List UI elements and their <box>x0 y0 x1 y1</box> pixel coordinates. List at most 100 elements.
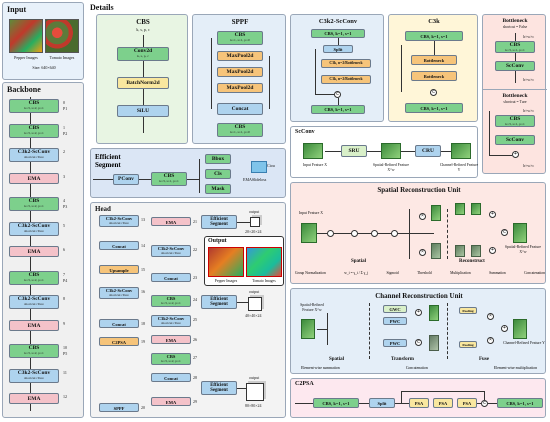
bn2-cbs-params: k=3, s=1, p=1 <box>505 122 525 126</box>
scconv-line-3 <box>401 151 415 152</box>
input-caption-tomato: Tomato Images <box>49 55 75 60</box>
sru-th-node <box>391 230 398 237</box>
backbone-block-label: CBS <box>28 345 40 351</box>
c2psa-split: Split <box>369 398 395 408</box>
batchnorm-label: BatchNorm2d <box>126 80 160 86</box>
sru-x12 <box>471 203 481 215</box>
bn2-skip-h <box>489 155 512 156</box>
c2psa-line-3 <box>395 403 409 404</box>
eff-cbs-label: CBS <box>163 173 175 179</box>
c3k2-cbs2-label: CBS, k=1, s=1 <box>324 107 352 112</box>
sru-mul-1: × <box>419 213 426 220</box>
scconv-input-feature <box>303 143 323 159</box>
sppf-right-line <box>269 56 270 109</box>
loss-ciou: Ciou <box>267 163 275 168</box>
head-title: Head <box>95 205 111 213</box>
c2psa-line-5 <box>488 403 497 404</box>
tomato-image <box>45 19 79 53</box>
head-block-params: shortcut=Ture <box>161 251 181 255</box>
scconv-panel: ScConv SRU CRU Input Feature X Spatial-R… <box>290 126 478 178</box>
c2psa-psa3-label: PSA <box>462 401 472 406</box>
c3k2-bottleneck-1: C3k, n=2/Bottleneck <box>321 59 371 68</box>
head-block-index: 20 <box>141 405 145 410</box>
sppf-cbs1-label: CBS <box>234 32 246 38</box>
c2psa-psa-1: PSA <box>409 398 429 408</box>
sppf-skip-line <box>211 38 212 109</box>
maxpool-3-label: MaxPool2d <box>226 85 254 91</box>
bn1-cbs-label: CBS <box>509 42 521 48</box>
head-block-params: shortcut=Ture <box>161 321 181 325</box>
cru-pwc1-label: PWC <box>389 319 401 324</box>
output-size: 80×80×24 <box>245 403 262 408</box>
sppf-cbs1-params: k=1, s=1, p=0 <box>230 38 250 42</box>
sppf-cbs2-params: k=1, s=1, p=0 <box>230 130 250 134</box>
input-caption-pepper: Pepper Images <box>14 55 38 60</box>
eff-cbs-params: k=3, s=1, p=1 <box>159 179 179 183</box>
sru-output-label: Spatial-Refined Feature X^w <box>504 245 542 254</box>
sru-output-feature <box>513 223 527 243</box>
head-block-20: SPPF <box>99 403 139 412</box>
sru-main-line <box>334 233 434 234</box>
head-block-label: C2PSA <box>111 340 126 345</box>
head-segment-label: Efficient Segment <box>210 383 228 393</box>
backbone-index: 7 <box>63 271 65 277</box>
segment-to-output-line <box>237 222 250 223</box>
cru-cat-node: c <box>415 339 422 346</box>
head-block-28: Concat <box>151 373 191 382</box>
c3k-bottleneck-2: Bottleneck <box>411 71 457 81</box>
head-block-label: C3k2-ScConv <box>157 246 185 251</box>
head-block-params: k=3, s=2, p=1 <box>161 301 181 305</box>
c2psa-cbs1-label: CBS, k=1, s=1 <box>322 401 350 406</box>
scconv-label-output: Channel-Refined Feature Y <box>439 163 479 172</box>
backbone-block-params: shortcut=Ture <box>24 155 44 159</box>
bottleneck-divider <box>483 89 547 90</box>
scconv-line-1 <box>325 151 341 152</box>
sppf-detail-title: SPPF <box>231 18 249 26</box>
cru-input-label: Spatial-Refined Feature X^w <box>300 303 324 312</box>
backbone-block-label: CBS <box>28 124 40 131</box>
head-block-params: shortcut=Ture <box>109 293 129 297</box>
efficient-segment-title: Efficient Segment <box>95 153 121 169</box>
backbone-index: 5 <box>63 222 65 228</box>
c3k-cbs1: CBS, k=1, s=1 <box>405 31 463 41</box>
bn1-scconv-label: ScConv <box>505 63 525 69</box>
cru-in-line <box>317 329 327 330</box>
c3k2-bn2-label: C3k, n=2/Bottleneck <box>329 77 363 81</box>
backbone-block-9: EMA <box>9 319 59 331</box>
c2psa-cbs2: CBS, k=1, s=1 <box>497 398 543 408</box>
c3k2-title: C3k2-ScConv <box>318 18 358 25</box>
sru-legend-item: Sigmoid <box>386 271 399 275</box>
head-block-index: 18 <box>141 321 145 326</box>
c2psa-line-2 <box>359 403 369 404</box>
c2psa-split-label: Split <box>377 401 387 406</box>
sru-concat: c <box>501 229 508 236</box>
bbox-block: Bbox <box>205 154 231 164</box>
sppf-concat: Concat <box>217 103 263 115</box>
head-block-label: Concat <box>164 376 178 381</box>
c2psa-cbs1: CBS, k=1, s=1 <box>313 398 359 408</box>
sru-legend-item: Multiplication <box>450 271 471 275</box>
maxpool-2-label: MaxPool2d <box>226 69 254 75</box>
bn2-add-node: + <box>512 151 519 158</box>
sru-input-label: Input Feature X <box>298 211 324 215</box>
c3k-cbs1-label: CBS, k=1, s=1 <box>420 34 448 39</box>
backbone-level: P2 <box>63 130 68 136</box>
efficient-title-line2: Segment <box>95 161 121 169</box>
output-cube-icon <box>248 297 262 311</box>
backbone-block-label: CBS <box>28 271 40 278</box>
head-block-params: k=3, s=2, p=1 <box>161 359 181 363</box>
sppf-concat-label: Concat <box>231 106 249 112</box>
c3k-cbs2: CBS, k=1, s=1 <box>405 103 463 113</box>
head-block-index: 25 <box>193 317 197 322</box>
c3k-bottleneck-1: Bottleneck <box>411 55 457 65</box>
scconv-label-mid: Spatial-Refined Feature X^w <box>372 163 410 172</box>
head-block-label: EMA <box>165 338 177 343</box>
bottleneck-sub-2: shortcut = Ture <box>503 100 527 104</box>
cru-panel: Channel Reconstruction Unit Spatial-Refi… <box>290 288 546 374</box>
c3k2-skip-line <box>315 49 316 94</box>
